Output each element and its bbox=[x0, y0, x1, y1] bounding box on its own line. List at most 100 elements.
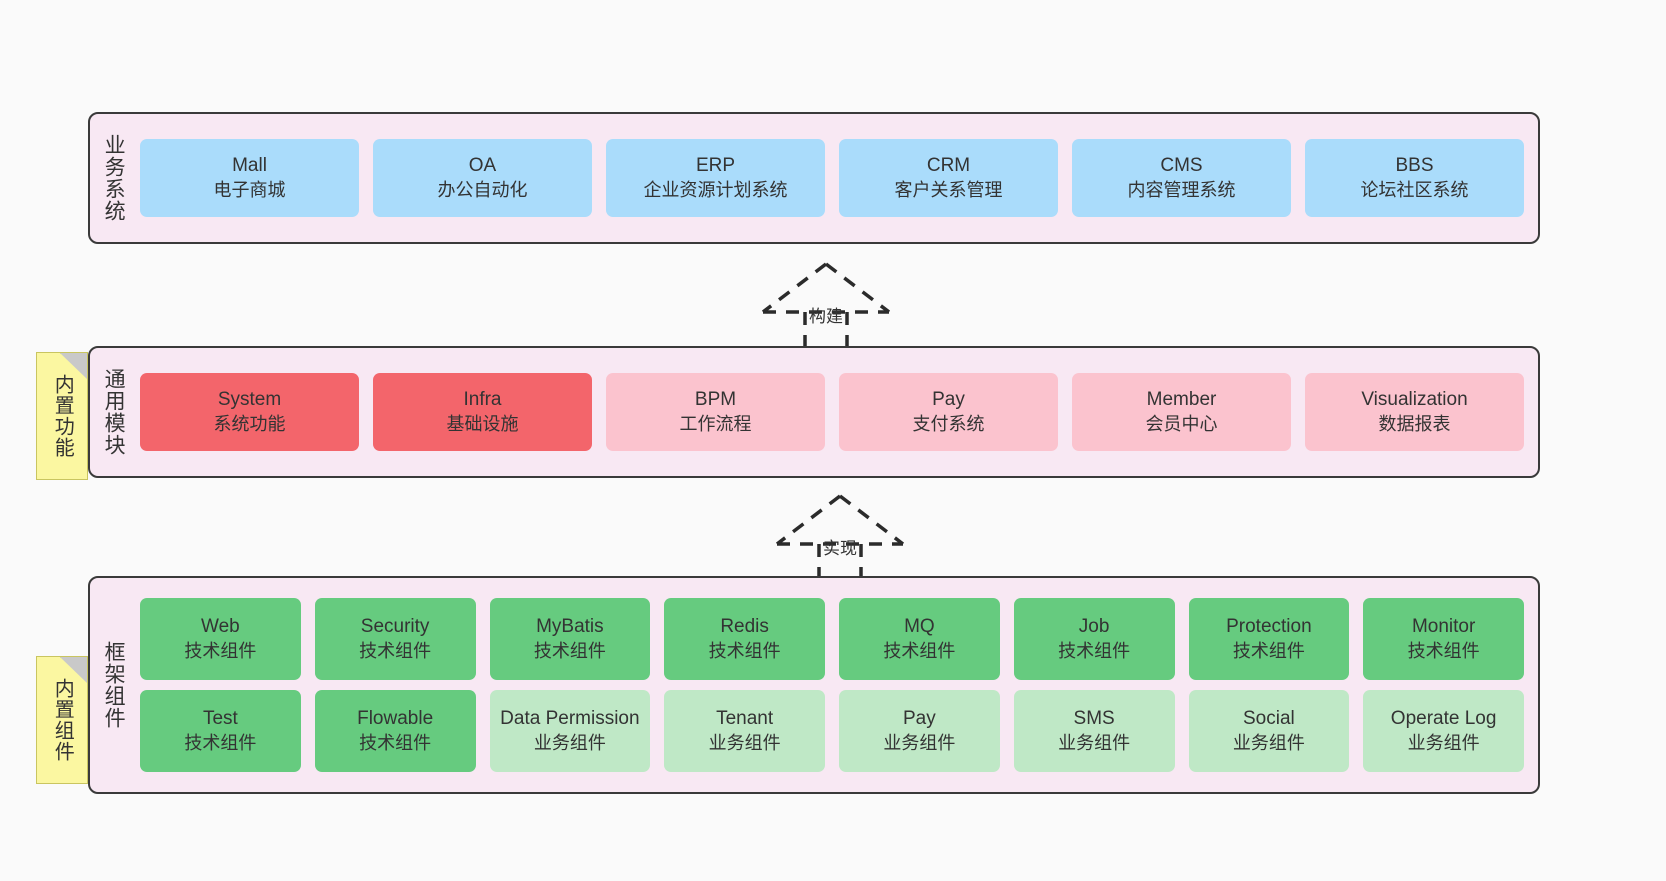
node-mq[interactable]: MQ 技术组件 bbox=[839, 598, 1000, 680]
node-operate-log-en: Operate Log bbox=[1390, 708, 1497, 730]
node-pay-component-cn: 业务组件 bbox=[883, 732, 956, 753]
node-mybatis-cn: 技术组件 bbox=[533, 640, 606, 661]
node-system-en: System bbox=[217, 389, 282, 411]
node-mybatis[interactable]: MyBatis 技术组件 bbox=[489, 598, 651, 680]
node-infra-en: Infra bbox=[463, 389, 502, 411]
node-mq-en: MQ bbox=[904, 616, 935, 638]
node-bpm-en: BPM bbox=[694, 389, 737, 411]
note-builtin-components-label: 内置组件 bbox=[51, 678, 74, 762]
node-member-cn: 会员中心 bbox=[1145, 413, 1218, 434]
node-crm[interactable]: CRM 客户关系管理 bbox=[839, 139, 1058, 217]
node-cms[interactable]: CMS 内容管理系统 bbox=[1072, 139, 1291, 217]
node-cms-cn: 内容管理系统 bbox=[1127, 179, 1236, 200]
node-bpm-cn: 工作流程 bbox=[679, 413, 752, 434]
connector-build: 构建 bbox=[751, 258, 901, 354]
node-bbs[interactable]: BBS 论坛社区系统 bbox=[1305, 139, 1524, 217]
node-test-en: Test bbox=[202, 708, 238, 730]
node-web[interactable]: Web 技术组件 bbox=[140, 598, 301, 680]
node-mall[interactable]: Mall 电子商城 bbox=[140, 139, 359, 217]
node-security-en: Security bbox=[360, 616, 430, 638]
layer-title-business-systems: 业务系统 bbox=[102, 134, 126, 222]
node-monitor-cn: 技术组件 bbox=[1407, 640, 1480, 661]
node-oa-en: OA bbox=[468, 155, 497, 177]
node-flowable[interactable]: Flowable 技术组件 bbox=[314, 690, 476, 772]
node-mybatis-en: MyBatis bbox=[536, 616, 604, 638]
node-oa[interactable]: OA 办公自动化 bbox=[373, 139, 592, 217]
node-flowable-cn: 技术组件 bbox=[359, 732, 432, 753]
node-redis-cn: 技术组件 bbox=[708, 640, 781, 661]
node-system[interactable]: System 系统功能 bbox=[140, 373, 359, 451]
layer-framework-components: 框架组件 Web 技术组件 Security 技术组件 MyBatis 技术组件… bbox=[88, 576, 1540, 794]
node-data-permission-cn: 业务组件 bbox=[533, 732, 606, 753]
node-crm-cn: 客户关系管理 bbox=[894, 179, 1003, 200]
node-web-en: Web bbox=[201, 616, 240, 638]
node-operate-log[interactable]: Operate Log 业务组件 bbox=[1363, 690, 1524, 772]
node-social-en: Social bbox=[1243, 708, 1295, 730]
node-social-cn: 业务组件 bbox=[1232, 732, 1305, 753]
layer-body-business-systems: Mall 电子商城 OA 办公自动化 ERP 企业资源计划系统 CRM 客户关系… bbox=[136, 114, 1538, 242]
node-monitor[interactable]: Monitor 技术组件 bbox=[1363, 598, 1524, 680]
framework-row-tech: Web 技术组件 Security 技术组件 MyBatis 技术组件 Redi… bbox=[140, 598, 1524, 680]
note-builtin-features: 内置功能 bbox=[36, 352, 88, 480]
node-pay-module[interactable]: Pay 支付系统 bbox=[839, 373, 1058, 451]
layer-business-systems: 业务系统 Mall 电子商城 OA 办公自动化 ERP 企业资源计划系统 CRM… bbox=[88, 112, 1540, 244]
layer-common-modules: 通用模块 System 系统功能 Infra 基础设施 BPM 工作流程 Pay… bbox=[88, 346, 1540, 478]
node-job-cn: 技术组件 bbox=[1058, 640, 1131, 661]
node-data-permission-en: Data Permission bbox=[500, 708, 640, 730]
node-system-cn: 系统功能 bbox=[213, 413, 286, 434]
node-tenant-en: Tenant bbox=[716, 708, 774, 730]
node-protection[interactable]: Protection 技术组件 bbox=[1188, 598, 1350, 680]
layer-body-framework-components: Web 技术组件 Security 技术组件 MyBatis 技术组件 Redi… bbox=[136, 578, 1538, 792]
node-operate-log-cn: 业务组件 bbox=[1407, 732, 1480, 753]
framework-row-business: Test 技术组件 Flowable 技术组件 Data Permission … bbox=[140, 690, 1524, 772]
node-monitor-en: Monitor bbox=[1411, 616, 1476, 638]
note-builtin-components: 内置组件 bbox=[36, 656, 88, 784]
node-mall-en: Mall bbox=[232, 155, 267, 177]
node-web-cn: 技术组件 bbox=[184, 640, 257, 661]
node-pay-component-en: Pay bbox=[903, 708, 936, 730]
node-flowable-en: Flowable bbox=[357, 708, 434, 730]
node-erp-en: ERP bbox=[695, 155, 736, 177]
node-mall-cn: 电子商城 bbox=[213, 179, 286, 200]
node-bbs-en: BBS bbox=[1395, 155, 1434, 177]
node-bpm[interactable]: BPM 工作流程 bbox=[606, 373, 825, 451]
node-tenant-cn: 业务组件 bbox=[708, 732, 781, 753]
layer-body-common-modules: System 系统功能 Infra 基础设施 BPM 工作流程 Pay 支付系统… bbox=[136, 348, 1538, 476]
node-protection-cn: 技术组件 bbox=[1232, 640, 1305, 661]
node-sms[interactable]: SMS 业务组件 bbox=[1013, 690, 1175, 772]
node-test[interactable]: Test 技术组件 bbox=[140, 690, 301, 772]
node-social[interactable]: Social 业务组件 bbox=[1188, 690, 1350, 772]
node-pay-component[interactable]: Pay 业务组件 bbox=[839, 690, 1000, 772]
node-member[interactable]: Member 会员中心 bbox=[1072, 373, 1291, 451]
node-oa-cn: 办公自动化 bbox=[437, 179, 528, 200]
connector-implement: 实现 bbox=[765, 490, 915, 586]
node-erp-cn: 企业资源计划系统 bbox=[643, 179, 788, 200]
connector-build-label: 构建 bbox=[809, 307, 843, 326]
node-sms-en: SMS bbox=[1073, 708, 1115, 730]
node-visualization[interactable]: Visualization 数据报表 bbox=[1305, 373, 1524, 451]
node-job[interactable]: Job 技术组件 bbox=[1013, 598, 1175, 680]
node-test-cn: 技术组件 bbox=[184, 732, 257, 753]
node-job-en: Job bbox=[1078, 616, 1110, 638]
node-member-en: Member bbox=[1146, 389, 1217, 411]
node-visualization-cn: 数据报表 bbox=[1378, 413, 1451, 434]
node-security[interactable]: Security 技术组件 bbox=[314, 598, 476, 680]
node-protection-en: Protection bbox=[1226, 616, 1312, 638]
node-pay-module-en: Pay bbox=[932, 389, 965, 411]
note-builtin-features-label: 内置功能 bbox=[51, 374, 74, 458]
node-infra[interactable]: Infra 基础设施 bbox=[373, 373, 592, 451]
layer-title-common-modules: 通用模块 bbox=[102, 368, 126, 456]
connector-implement-label: 实现 bbox=[823, 539, 857, 558]
node-redis[interactable]: Redis 技术组件 bbox=[664, 598, 825, 680]
node-sms-cn: 业务组件 bbox=[1058, 732, 1131, 753]
node-security-cn: 技术组件 bbox=[359, 640, 432, 661]
node-tenant[interactable]: Tenant 业务组件 bbox=[664, 690, 825, 772]
node-mq-cn: 技术组件 bbox=[883, 640, 956, 661]
node-bbs-cn: 论坛社区系统 bbox=[1360, 179, 1469, 200]
node-data-permission[interactable]: Data Permission 业务组件 bbox=[489, 690, 651, 772]
node-cms-en: CMS bbox=[1160, 155, 1203, 177]
layer-title-framework-components: 框架组件 bbox=[102, 641, 126, 729]
node-erp[interactable]: ERP 企业资源计划系统 bbox=[606, 139, 825, 217]
node-redis-en: Redis bbox=[720, 616, 769, 638]
node-visualization-en: Visualization bbox=[1361, 389, 1468, 411]
